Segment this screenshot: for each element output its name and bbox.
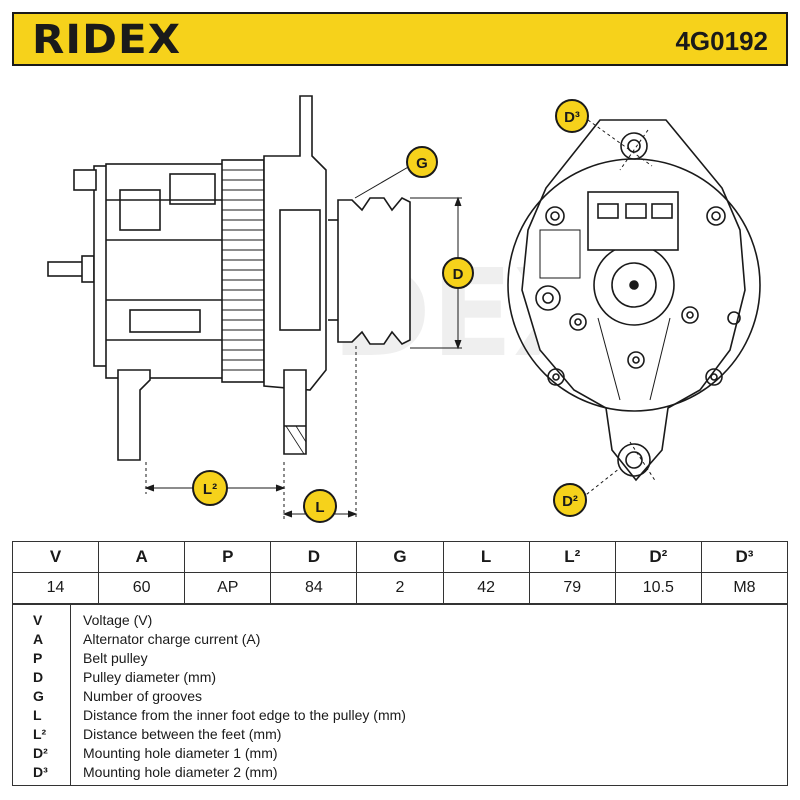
spec-value-cell: 42 [442,572,530,604]
legend-desc: Distance between the feet (mm) [83,726,282,742]
badge-d2: D² [553,483,587,517]
spec-value-cell: 60 [98,572,186,604]
legend-code: A [33,631,44,647]
badge-l: L [303,489,337,523]
badge-d: D [442,257,474,289]
legend-item: D² Mounting hole diameter 1 (mm) [13,744,787,763]
spec-header-row: V A P D G L L² D² D³ [11,541,789,573]
legend-item: L² Distance between the feet (mm) [13,725,787,744]
legend-divider [70,605,71,785]
spec-value-cell: AP [184,572,272,604]
spec-header-cell: D [270,541,358,573]
part-number: 4G0192 [675,26,768,56]
header-bar: RIDEX 4G0192 [12,12,788,66]
spec-header-cell: D³ [700,541,789,573]
legend-desc: Mounting hole diameter 1 (mm) [83,745,278,761]
legend-item: G Number of grooves [13,687,787,706]
spec-value-cell: 2 [356,572,444,604]
svg-text:G: G [416,155,428,172]
svg-text:D: D [453,266,464,283]
legend-item: A Alternator charge current (A) [13,630,787,649]
alternator-drawing: RIDEX [47,95,761,523]
svg-text:L: L [315,499,324,516]
legend-desc: Number of grooves [83,688,203,704]
legend-desc: Distance from the inner foot edge to the… [83,707,406,723]
legend-code: D [33,669,44,685]
spec-value-cell: 84 [270,572,358,604]
legend-item: D Pulley diameter (mm) [13,668,787,687]
legend-code: V [33,612,43,628]
spec-value-cell: 14 [11,572,100,604]
front-leaders [581,119,657,499]
spec-header-cell: G [356,541,444,573]
spec-header-cell: L² [528,541,616,573]
stator-fins [222,169,264,371]
spec-table: V A P D G L L² D² D³ 14 60 AP 84 2 42 79… [11,541,789,604]
legend-code: L [33,707,42,723]
spec-header-cell: A [98,541,186,573]
svg-text:D²: D² [562,493,578,510]
legend-code: L² [33,726,47,742]
legend-code: D² [33,745,48,761]
badge-d3: D³ [555,99,589,133]
legend-item: V Voltage (V) [13,611,787,630]
badge-g: G [406,146,438,178]
legend-code: P [33,650,43,666]
legend-code: G [33,688,44,704]
legend-item: L Distance from the inner foot edge to t… [13,706,787,725]
legend: V Voltage (V) A Alternator charge curren… [12,604,788,786]
spec-header-cell: D² [614,541,702,573]
brand-logo: RIDEX [32,17,182,63]
spec-header-cell: V [11,541,100,573]
spec-value-cell: 10.5 [614,572,702,604]
spec-value-cell: 79 [528,572,616,604]
legend-desc: Mounting hole diameter 2 (mm) [83,764,278,780]
legend-desc: Belt pulley [83,650,148,666]
svg-text:D³: D³ [564,109,580,126]
legend-item: D³ Mounting hole diameter 2 (mm) [13,763,787,782]
legend-code: D³ [33,764,48,780]
spec-header-cell: L [442,541,530,573]
spec-value-row: 14 60 AP 84 2 42 79 10.5 M8 [11,572,789,604]
legend-desc: Pulley diameter (mm) [83,669,217,685]
spec-header-cell: P [184,541,272,573]
front-view [507,119,761,482]
legend-desc: Alternator charge current (A) [83,631,261,647]
svg-text:L²: L² [203,481,217,498]
badge-l2: L² [192,470,228,506]
spec-value-cell: M8 [700,572,789,604]
legend-item: P Belt pulley [13,649,787,668]
side-view [47,95,411,461]
legend-desc: Voltage (V) [83,612,153,628]
